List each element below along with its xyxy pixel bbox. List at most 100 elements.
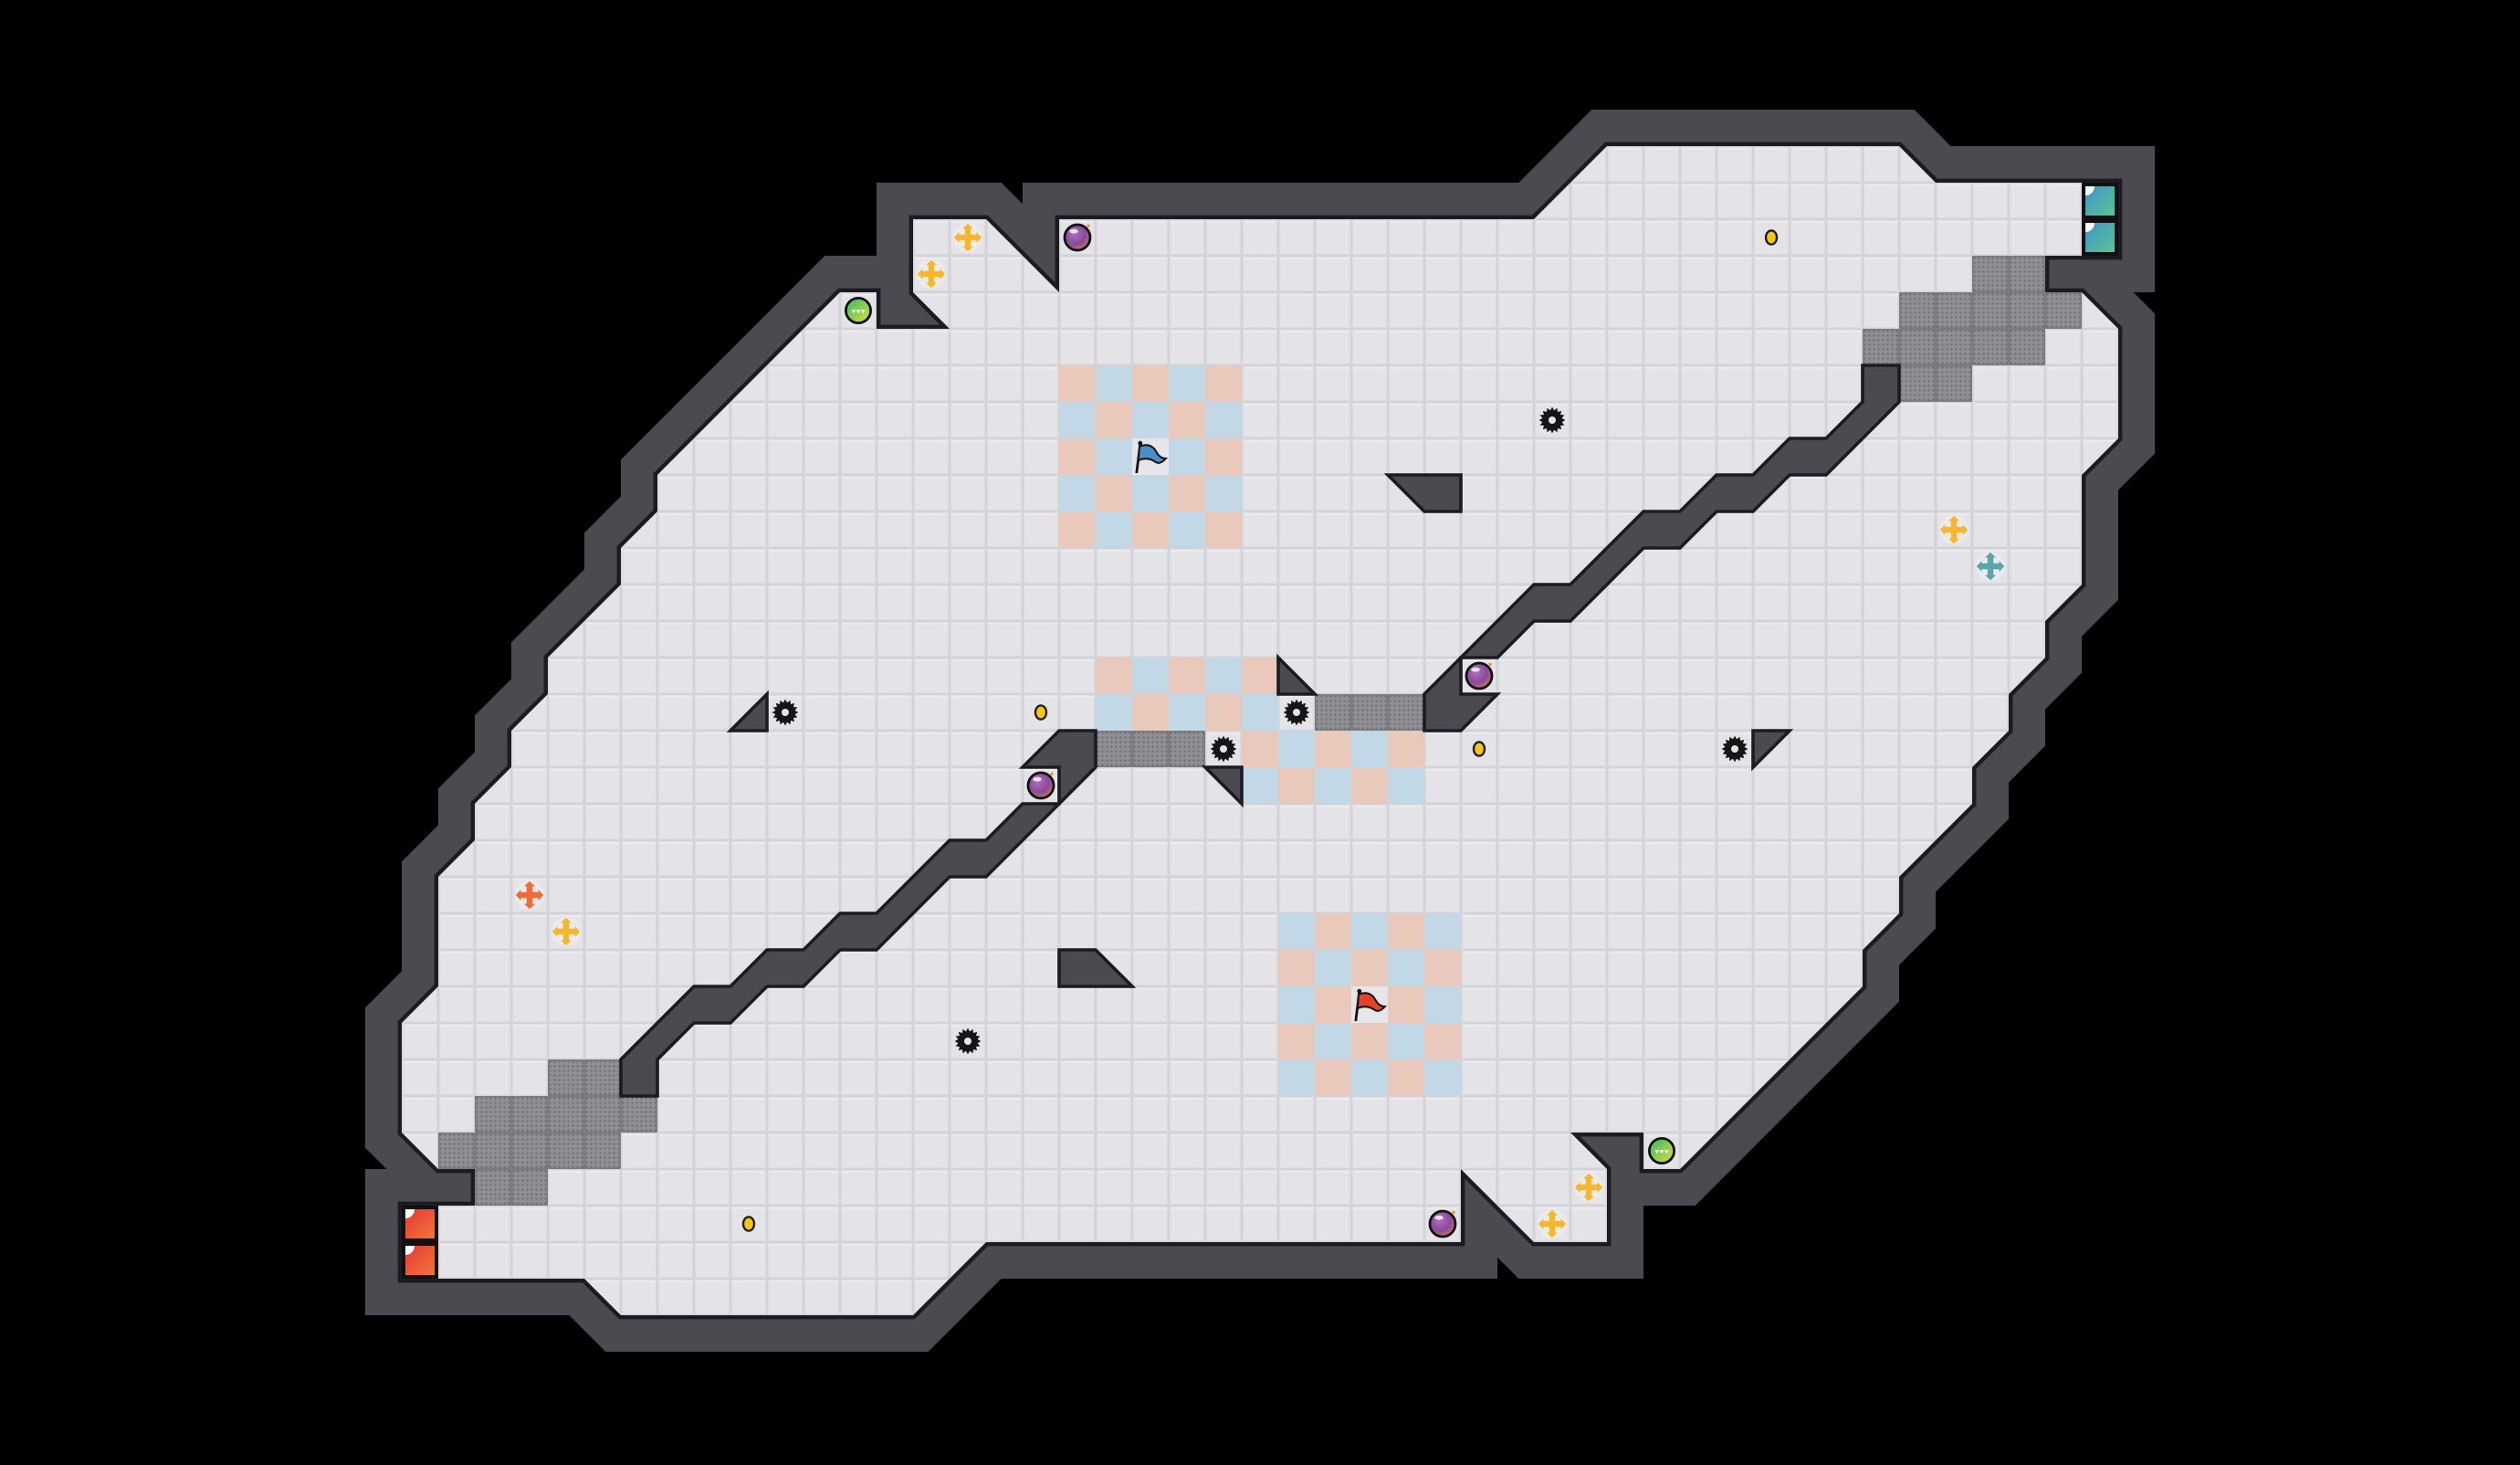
spike-center (1293, 709, 1300, 716)
red-base-tile (1278, 986, 1315, 1023)
red-base-tile (1315, 950, 1351, 986)
token-icon (1764, 229, 1779, 246)
neutral-boost-icon (1538, 1209, 1567, 1238)
wall-wedge (1751, 729, 1794, 772)
gate-tile (2045, 292, 2083, 330)
gate-tile (621, 1096, 658, 1133)
blue-flag-icon (1132, 438, 1169, 475)
center-team-tile (1351, 767, 1388, 804)
blue-base-tile (1169, 511, 1205, 548)
blue-base-tile (1205, 402, 1242, 438)
blue-base-tile (1169, 402, 1205, 438)
wall-wedge (1201, 765, 1244, 808)
boost-arrows (1538, 1209, 1567, 1238)
bomb-fuse (1087, 224, 1090, 227)
gate-tile (1972, 329, 2010, 366)
boost-arrows (953, 223, 982, 252)
center-team-tile (1169, 694, 1205, 731)
gate-tile (1388, 694, 1425, 732)
gate-tile (1936, 365, 1973, 403)
red-base-tile (1388, 950, 1424, 986)
goal-corner (405, 1209, 415, 1218)
center-team-tile (1242, 731, 1278, 767)
bomb-body (1063, 223, 1092, 252)
diagonal-barrier-wall (619, 729, 1097, 1098)
goal-corner (405, 1246, 415, 1255)
center-team-tile (1351, 731, 1388, 767)
gate-tile (1351, 694, 1389, 732)
boost-arrows (917, 259, 946, 289)
blue-base-tile (1059, 438, 1096, 475)
neutral-boost-icon (1939, 515, 1969, 544)
gate-tile (511, 1169, 549, 1207)
spike-icon (772, 699, 799, 726)
bomb-body (1465, 661, 1494, 690)
gate-tile (1899, 292, 1937, 330)
red-base-tile (1424, 1023, 1461, 1059)
bomb-shine (1471, 667, 1480, 672)
wall-wedge (1276, 653, 1319, 696)
blue-base-tile (1059, 511, 1096, 548)
red-base-tile (1278, 913, 1315, 950)
powerup-mark (856, 310, 861, 314)
red-base-tile (1278, 1023, 1315, 1059)
blue-goal-tile (2082, 219, 2118, 256)
blue-base-tile (1205, 511, 1242, 548)
gate-tile (1863, 329, 1900, 366)
wall-wedge (1383, 473, 1463, 513)
spike-icon (1210, 735, 1237, 763)
powerup-mark (1664, 1150, 1669, 1154)
bomb-shine (1069, 228, 1078, 234)
red-base-tile (1351, 913, 1388, 950)
blue-base-tile (1096, 438, 1132, 475)
red-flag-icon (1351, 986, 1388, 1023)
bomb-fuse (1488, 662, 1492, 666)
gate-tile (1972, 292, 2010, 330)
red-goal-tile (402, 1242, 438, 1279)
spike-center (1731, 745, 1738, 753)
blue-boost-icon (1976, 552, 2005, 581)
flag-pole-top (1357, 988, 1362, 994)
blue-base-tile (1059, 475, 1096, 511)
gate-tile (2009, 255, 2046, 292)
red-base-tile (1424, 986, 1461, 1023)
boost-arrows (551, 917, 581, 946)
gate-tile (548, 1059, 585, 1097)
gate-tile (475, 1096, 512, 1133)
neutral-boost-icon (953, 223, 982, 252)
boost-arrows (1574, 1173, 1603, 1202)
blue-base-tile (1059, 402, 1096, 438)
gate-tile (584, 1133, 622, 1170)
center-team-tile (1096, 658, 1132, 694)
powerup-mark (851, 310, 856, 314)
center-team-tile (1315, 767, 1351, 804)
spike-icon (1538, 406, 1566, 434)
center-team-tile (1169, 658, 1205, 694)
gate-tile (475, 1133, 512, 1170)
center-team-tile (1242, 658, 1278, 694)
blue-base-tile (1096, 402, 1132, 438)
bomb-body (1026, 771, 1055, 800)
spike-icon (1283, 699, 1310, 726)
red-base-tile (1351, 1023, 1388, 1059)
blue-base-tile (1132, 402, 1169, 438)
blue-base-tile (1169, 365, 1205, 402)
spike-icon (954, 1028, 982, 1055)
red-base-tile (1315, 1023, 1351, 1059)
red-base-tile (1424, 1059, 1461, 1096)
red-base-tile (1351, 1059, 1388, 1096)
gate-tile (548, 1096, 585, 1133)
blue-base-tile (1132, 365, 1169, 402)
gate-tile (475, 1169, 512, 1207)
center-team-tile (1205, 694, 1242, 731)
red-base-tile (1388, 1023, 1424, 1059)
gate-tile (1315, 694, 1352, 732)
blue-base-tile (1096, 511, 1132, 548)
bomb-icon (1063, 223, 1092, 252)
gate-tile (584, 1059, 622, 1097)
red-goal-tile (402, 1206, 438, 1242)
blue-base-tile (1169, 475, 1205, 511)
center-team-tile (1096, 694, 1132, 731)
gate-tile (1096, 731, 1133, 768)
red-base-tile (1388, 913, 1424, 950)
